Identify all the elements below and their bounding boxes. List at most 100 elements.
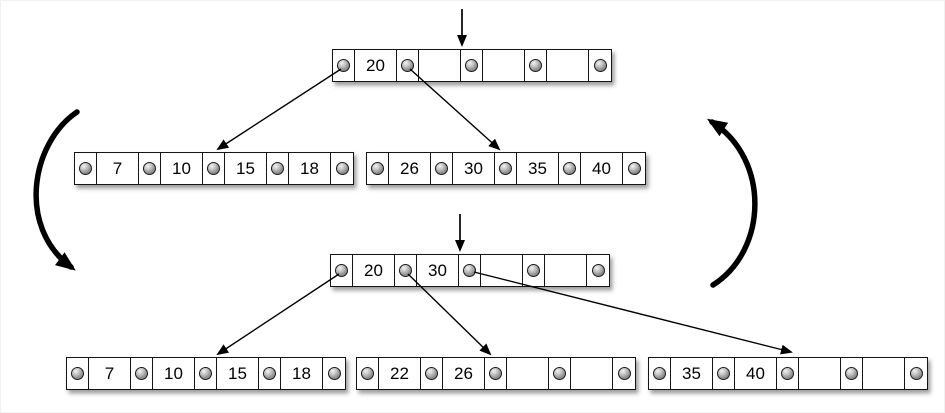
pointer-slot	[331, 255, 353, 286]
pointer-slot	[525, 50, 547, 81]
pointer-circle-icon	[593, 59, 607, 72]
transform-arrow-up-right	[706, 118, 758, 288]
pointer-slot	[421, 358, 443, 389]
key-cell: 15	[225, 153, 267, 184]
pointer-circle-icon	[199, 367, 212, 380]
key-cell	[483, 50, 525, 81]
pointer-circle-icon	[499, 162, 512, 175]
key-cell	[547, 50, 589, 81]
pointer-circle-icon	[909, 367, 923, 380]
key-cell	[863, 358, 905, 389]
pointer-slot	[495, 153, 517, 184]
pointer-circle-icon	[463, 264, 476, 277]
key-cell: 7	[89, 358, 131, 389]
pointer-circle-icon	[263, 367, 276, 380]
pointer-circle-icon	[653, 367, 666, 380]
pointer-slot	[549, 358, 571, 389]
pointer-circle-icon	[371, 162, 384, 175]
key-cell	[799, 358, 841, 389]
pointer-circle-icon	[271, 162, 284, 175]
pointer-slot	[395, 255, 417, 286]
key-cell: 10	[161, 153, 203, 184]
pointer-circle-icon	[529, 59, 542, 72]
pointer-circle-icon	[489, 367, 502, 380]
key-cell: 10	[153, 358, 195, 389]
pointer-circle-icon	[717, 367, 730, 380]
key-cell: 40	[581, 153, 623, 184]
pointer-slot	[589, 50, 611, 81]
pointer-slot	[459, 255, 481, 286]
pointer-circle-icon	[425, 367, 438, 380]
child-link-top-root-to-left	[216, 68, 342, 151]
btree-node-bottom-right-child: 35 40	[648, 357, 928, 390]
pointer-slot	[713, 358, 735, 389]
pointer-circle-icon	[337, 59, 350, 72]
pointer-slot	[323, 358, 345, 389]
btree-node-top-right-child: 26 30 35 40	[366, 152, 646, 185]
pointer-slot	[523, 255, 545, 286]
pointer-circle-icon	[207, 162, 220, 175]
pointer-slot	[333, 50, 355, 81]
pointer-circle-icon	[135, 367, 148, 380]
pointer-slot	[431, 153, 453, 184]
pointer-slot	[397, 50, 419, 81]
key-cell: 40	[735, 358, 777, 389]
btree-node-bottom-root: 20 30	[330, 254, 610, 287]
pointer-circle-icon	[845, 367, 858, 380]
key-cell	[545, 255, 587, 286]
key-cell: 30	[417, 255, 459, 286]
pointer-slot	[267, 153, 289, 184]
key-cell	[507, 358, 549, 389]
pointer-circle-icon	[79, 162, 92, 175]
pointer-slot	[131, 358, 153, 389]
pointer-slot	[623, 153, 645, 184]
pointer-circle-icon	[553, 367, 566, 380]
pointer-slot	[841, 358, 863, 389]
pointer-circle-icon	[335, 162, 349, 175]
transform-arrow-down-left	[33, 109, 80, 271]
pointer-slot	[559, 153, 581, 184]
pointer-slot	[67, 358, 89, 389]
btree-node-top-left-child: 7 10 15 18	[74, 152, 354, 185]
pointer-slot	[613, 358, 635, 389]
pointer-circle-icon	[563, 162, 576, 175]
pointer-circle-icon	[591, 264, 605, 277]
pointer-circle-icon	[401, 59, 414, 72]
pointer-slot	[485, 358, 507, 389]
pointer-circle-icon	[335, 264, 348, 277]
pointer-slot	[139, 153, 161, 184]
pointer-circle-icon	[781, 367, 794, 380]
key-cell: 15	[217, 358, 259, 389]
key-cell: 20	[353, 255, 395, 286]
key-cell: 26	[443, 358, 485, 389]
pointer-slot	[259, 358, 281, 389]
pointer-slot	[367, 153, 389, 184]
key-cell: 18	[281, 358, 323, 389]
pointer-slot	[777, 358, 799, 389]
key-cell: 35	[517, 153, 559, 184]
btree-node-top-root: 20	[332, 49, 612, 82]
pointer-slot	[357, 358, 379, 389]
child-link-bottom-root-to-left	[216, 273, 340, 356]
pointer-slot	[75, 153, 97, 184]
pointer-slot	[195, 358, 217, 389]
pointer-circle-icon	[143, 162, 156, 175]
pointer-slot	[587, 255, 609, 286]
pointer-circle-icon	[627, 162, 641, 175]
pointer-circle-icon	[527, 264, 540, 277]
key-cell: 7	[97, 153, 139, 184]
pointer-slot	[461, 50, 483, 81]
pointer-circle-icon	[617, 367, 631, 380]
key-cell: 35	[671, 358, 713, 389]
pointer-circle-icon	[327, 367, 341, 380]
btree-node-bottom-left-child: 7 10 15 18	[66, 357, 346, 390]
key-cell	[419, 50, 461, 81]
key-cell: 22	[379, 358, 421, 389]
pointer-slot	[203, 153, 225, 184]
pointer-circle-icon	[399, 264, 412, 277]
pointer-slot	[649, 358, 671, 389]
key-cell: 26	[389, 153, 431, 184]
pointer-circle-icon	[465, 59, 478, 72]
key-cell	[481, 255, 523, 286]
